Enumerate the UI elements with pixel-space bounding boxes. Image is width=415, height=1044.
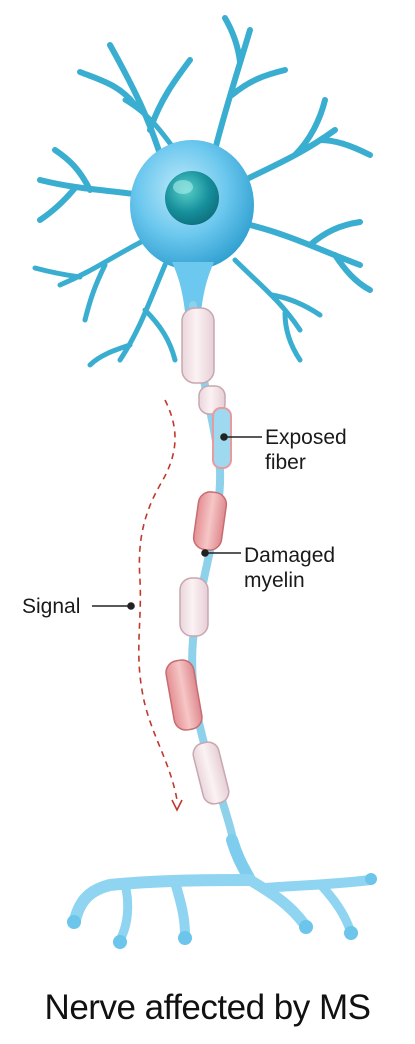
signal-label: Signal	[22, 594, 80, 619]
terminal-button	[365, 873, 377, 885]
diagram-caption: Nerve affected by MS	[0, 988, 415, 1028]
dendrite	[40, 150, 140, 220]
myelin-segment	[191, 740, 231, 806]
terminal-button	[67, 915, 81, 929]
dendrite	[245, 100, 370, 180]
terminal-branch	[320, 884, 350, 930]
damaged-myelin-label-line-2: myelin	[244, 568, 335, 593]
nucleus	[165, 171, 219, 225]
damaged-myelin-segment	[164, 658, 204, 732]
terminal-trunk	[232, 840, 250, 880]
myelin-segment	[182, 308, 214, 383]
terminal-branch	[120, 884, 128, 940]
signal-arrow-icon	[172, 800, 182, 810]
terminal-branch	[75, 880, 250, 920]
leader-lines	[92, 434, 262, 609]
axon-terminal	[75, 840, 370, 940]
dendrite	[250, 222, 370, 290]
dendrite	[235, 260, 320, 360]
dendrite	[215, 18, 285, 150]
damaged-myelin-label: Damaged myelin	[244, 543, 335, 593]
terminal-button	[113, 935, 127, 949]
exposed-fiber-label-line-2: fiber	[265, 450, 347, 475]
cell-body	[130, 140, 254, 312]
exposed-fiber-label: Exposed fiber	[265, 425, 347, 475]
signal-path	[139, 400, 177, 800]
dendrite	[35, 240, 145, 320]
dendrite	[90, 265, 175, 365]
exposed-fiber-label-line-1: Exposed	[265, 425, 347, 450]
terminal-button	[299, 920, 313, 934]
terminal-branch	[175, 882, 185, 935]
terminal-button	[178, 931, 192, 945]
nucleus-highlight	[173, 180, 193, 194]
damaged-myelin-dot	[202, 550, 208, 556]
damaged-myelin-segment	[192, 490, 228, 551]
terminal-button	[344, 926, 358, 940]
myelin-segment	[180, 578, 208, 636]
damaged-myelin-label-line-1: Damaged	[244, 543, 335, 568]
signal-dot	[128, 603, 134, 609]
exposed-fiber-dot	[221, 434, 227, 440]
